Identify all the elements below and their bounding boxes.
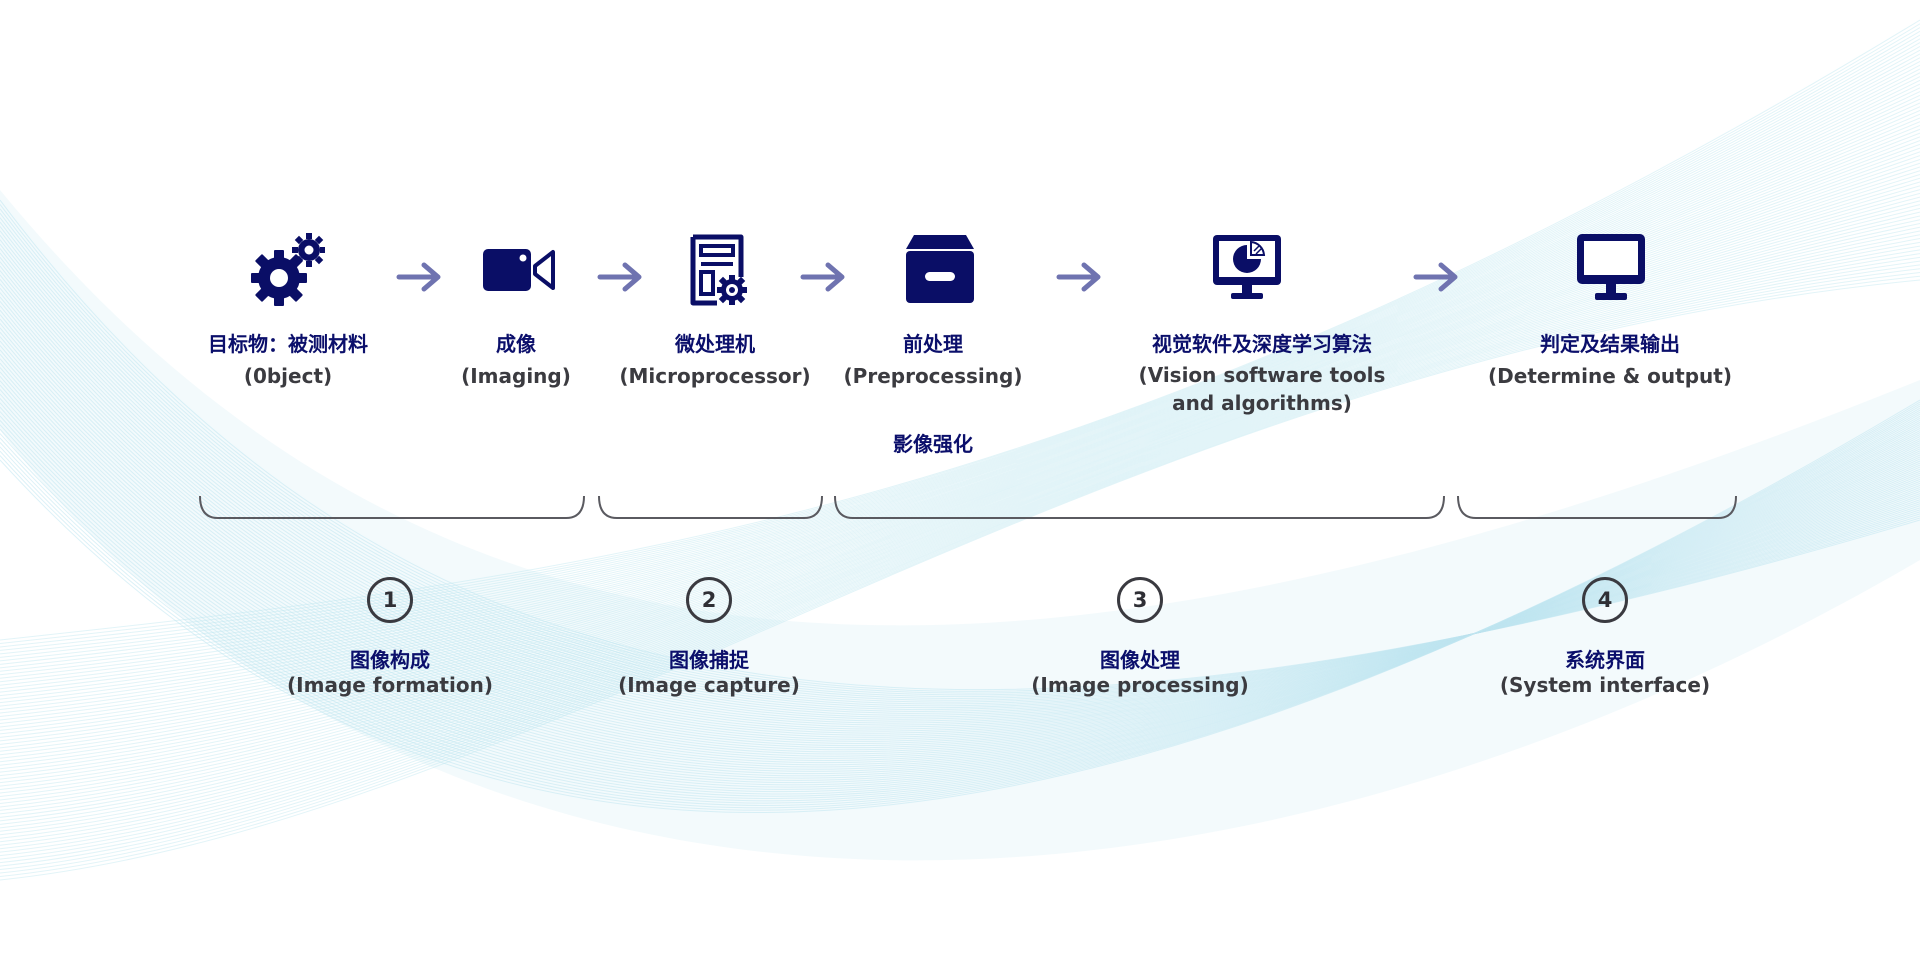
step-label-imaging: 成像: [496, 332, 536, 356]
phase-label-image-processing: 图像处理: [1100, 648, 1180, 672]
arrow-icon: [396, 262, 441, 292]
step-label-vision-software: 视觉软件及深度学习算法: [1152, 332, 1372, 356]
phase-en-image-capture: (Image capture): [618, 673, 800, 697]
phase-number-badge: 4: [1582, 577, 1628, 623]
arrow-icon: [1413, 262, 1458, 292]
arrow-icon: [1056, 262, 1101, 292]
phase-en-image-processing: (Image processing): [1031, 673, 1249, 697]
arrow-icon: [800, 262, 845, 292]
arrow-icon: [597, 262, 642, 292]
step-en-determine-output: (Determine & output): [1488, 364, 1732, 388]
monitor-icon: [1575, 232, 1647, 302]
phase-number-badge: 2: [686, 577, 732, 623]
phase-number-badge: 1: [367, 577, 413, 623]
phase-en-image-formation: (Image formation): [287, 673, 493, 697]
processor-document-icon: [689, 233, 747, 307]
step-label-preprocessing: 前处理: [903, 332, 963, 356]
step-en-object: (0bject): [243, 364, 333, 388]
step-note-image-enhancement: 影像强化: [893, 432, 973, 456]
phase-en-system-interface: (System interface): [1499, 673, 1711, 697]
phase-number-badge: 3: [1117, 577, 1163, 623]
monitor-chart-icon: [1211, 233, 1283, 301]
phase-label-system-interface: 系统界面: [1565, 648, 1645, 672]
video-camera-icon: [483, 246, 555, 294]
step-en-preprocessing: (Preprocessing): [843, 364, 1023, 388]
archive-box-icon: [904, 233, 976, 305]
phase-bracket: [199, 495, 1737, 519]
step-en-vision-software: (Vision software tools and algorithms): [1138, 363, 1386, 415]
step-label-determine-output: 判定及结果输出: [1540, 332, 1680, 356]
step-en-microprocessor: (Microprocessor): [619, 364, 811, 388]
step-label-object: 目标物：被测材料: [208, 332, 368, 356]
phase-label-image-formation: 图像构成: [350, 648, 430, 672]
step-label-microprocessor: 微处理机: [675, 332, 755, 356]
phase-label-image-capture: 图像捕捉: [669, 648, 749, 672]
gears-icon: [247, 233, 325, 307]
step-en-imaging: (Imaging): [461, 364, 571, 388]
